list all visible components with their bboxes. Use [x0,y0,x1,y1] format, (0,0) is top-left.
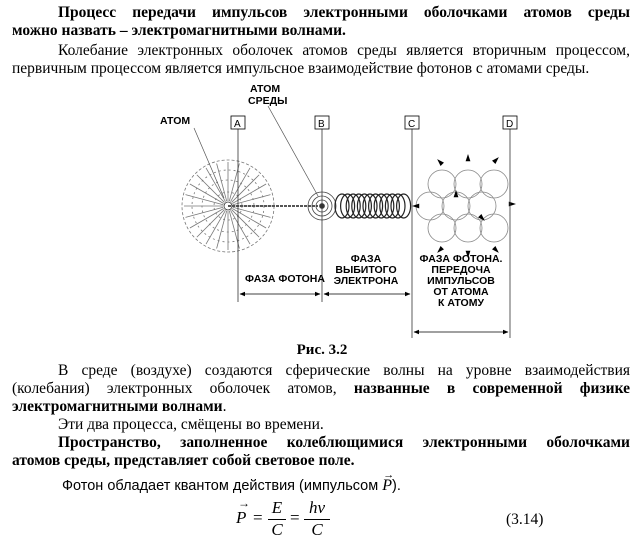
phase-photon-label: ФАЗА ФОТОНА [245,273,325,285]
para2-line-3: электромагнитными волнами. [12,398,227,415]
marker-a: A [234,119,241,130]
para1-line-1: Колебание электронных оболочек атомов ср… [58,42,630,59]
phase-transfer-label: ФАЗА ФОТОНА. ПЕРЕДОЧА ИМПУЛЬСОВ ОТ АТОМА… [420,253,503,309]
svg-text:ФАЗА: ФАЗА [351,253,382,265]
para1-line-2: первичным процессом является импульсное … [12,60,590,77]
para3: Эти два процесса, смёщены во времени. [58,416,324,433]
equation-number: (3.14) [506,511,544,528]
label-atom-env-1: АТОМ [250,83,280,95]
marker-box-a [230,115,246,130]
marker-c: C [408,119,415,130]
svg-text:ИМПУЛЬСОВ: ИМПУЛЬСОВ [427,275,495,287]
svg-text:ЭЛЕКТРОНА: ЭЛЕКТРОНА [334,275,399,287]
para4-line-2: атомов среды, представляет собой светово… [12,452,355,469]
marker-box-b [314,115,330,130]
marker-box-c [404,115,420,130]
marker-box-d [502,115,518,130]
atom-env-leader-line [267,105,319,197]
figure-caption: Рис. 3.2 [296,342,348,358]
para2-line-1: В среде (воздухе) создаются сферические … [58,362,630,379]
fraction-e-c: E C [268,498,286,540]
svg-text:ПЕРЕДОЧА: ПЕРЕДОЧА [431,264,491,276]
formula-eq-1: = [253,508,263,527]
figure-3-2: АТОМ АТОМ СРЕДЫ A B C D ФАЗА ФОТОНА ФАЗА… [160,83,518,338]
para2-line-2: (колебания) электронных оболочек атомов,… [12,380,631,397]
label-atom: АТОМ [160,115,190,127]
electron-spring [334,193,412,219]
marker-b: B [318,119,325,130]
fraction-hv-c: hν C [304,498,330,540]
marker-d: D [506,119,513,130]
svg-text:ФАЗА ФОТОНА.: ФАЗА ФОТОНА. [420,253,503,265]
formula-eq-2: = [290,508,300,527]
para5: Фотон обладает квантом действия (импульс… [62,469,401,494]
heading-line-1: Процесс передачи импульсов электронными … [58,4,630,21]
svg-text:ОТ АТОМА: ОТ АТОМА [433,286,489,298]
atom-leader-line [193,127,225,199]
svg-text:К АТОМУ: К АТОМУ [438,297,484,309]
svg-text:ВЫБИТОГО: ВЫБИТОГО [335,264,396,276]
atom-cluster [412,154,516,258]
label-atom-env-2: СРЕДЫ [248,95,287,107]
para4-line-1: Пространство, заполненное колеблющимися … [58,434,630,451]
heading-line-2: можно назвать – электромагнитными волнам… [12,22,346,39]
formula-p: P [236,508,247,527]
phase-electron-label: ФАЗА ВЫБИТОГО ЭЛЕКТРОНА [334,253,399,287]
atom-diagram [181,159,275,253]
